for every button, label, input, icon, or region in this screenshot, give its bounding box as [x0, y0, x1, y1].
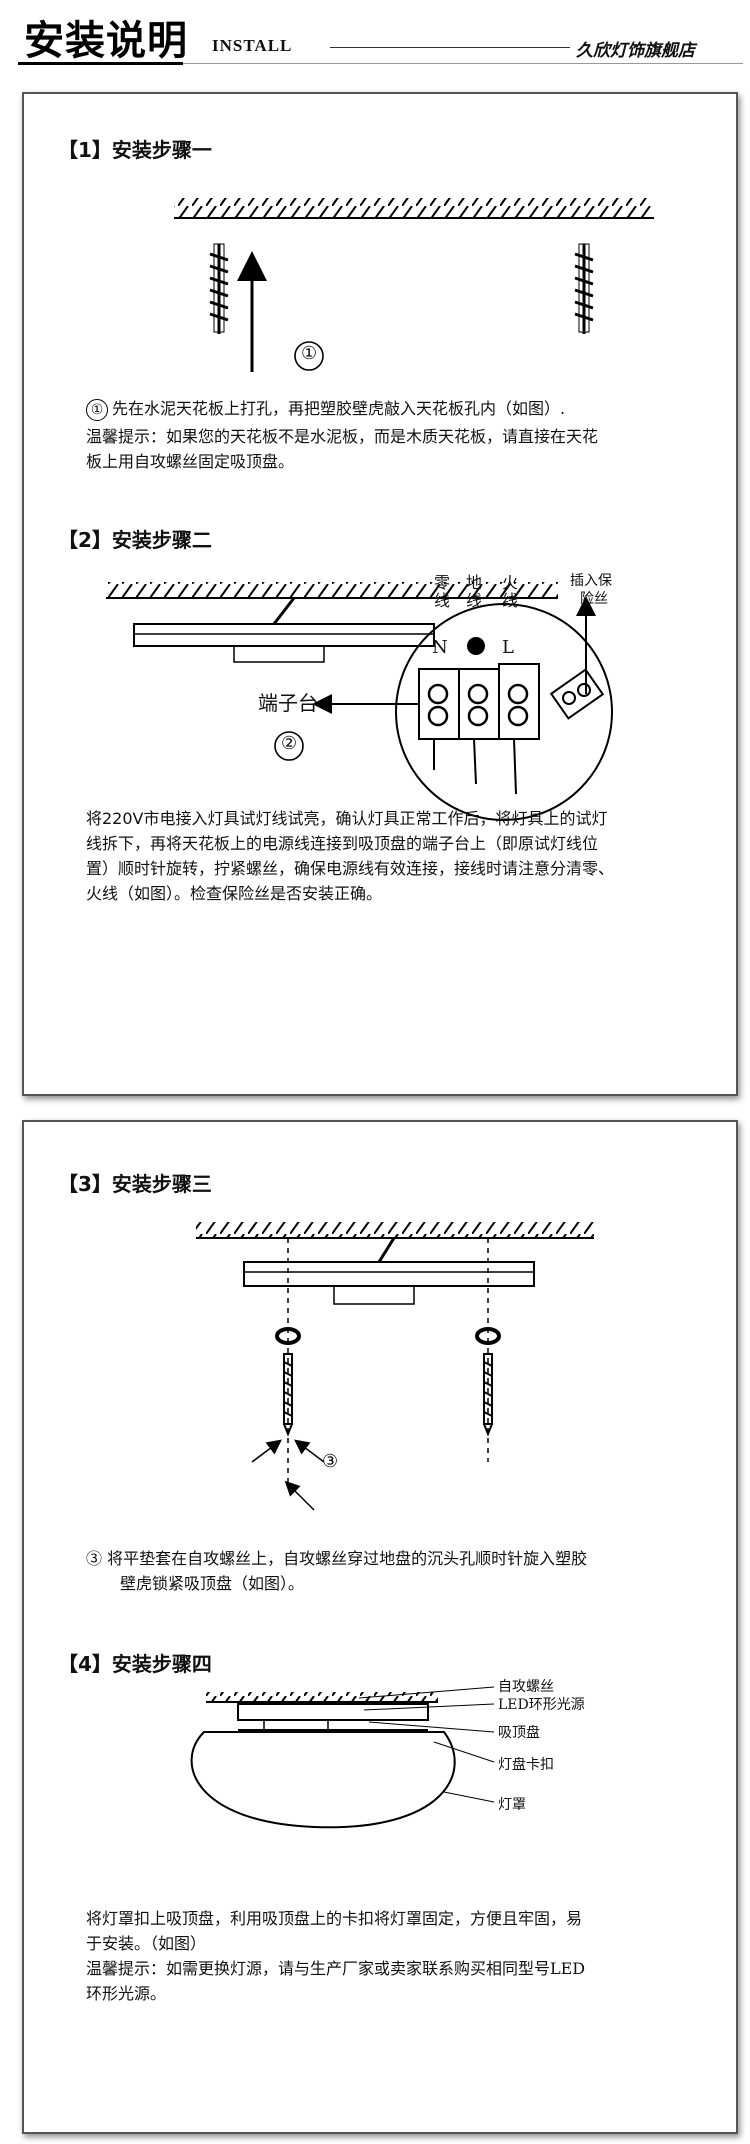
step4-text-line2: 于安装。（如图）	[86, 1934, 207, 1953]
label-fire-wire: 火线	[502, 573, 519, 610]
step2-text-line4: 火线（如图）。检查保险丝是否安装正确。	[86, 884, 383, 903]
header-rule	[330, 47, 570, 48]
label-l: L	[502, 637, 514, 658]
marker-circle-2	[274, 731, 304, 761]
screw-left	[283, 1353, 293, 1437]
label-ceiling-base: 吸顶盘	[498, 1725, 540, 1741]
label-ground-wire: 地线	[466, 573, 483, 610]
terminal-block	[418, 663, 540, 795]
label-led-ring: LED环形光源	[498, 1697, 585, 1713]
led-ring	[237, 1703, 429, 1721]
label-zero-wire: 零线	[434, 573, 451, 610]
fuse-holder	[549, 596, 605, 720]
step2-text-line1: 将220V市电接入灯具试灯线试亮，确认灯具正常工作后，将灯具上的试灯	[86, 809, 608, 828]
step2-text-line3: 置）顺时针旋转，拧紧螺丝，确保电源线有效连接，接线时请注意分清零、	[86, 859, 615, 878]
step3-diagram	[190, 1222, 594, 1829]
label-lamp-clip: 灯盘卡扣	[498, 1757, 554, 1773]
store-name: 久欣灯饰旗舰店	[576, 41, 695, 61]
step3-text-line2: 壁虎锁紧吸顶盘（如图）。	[120, 1574, 305, 1593]
label-lamp-cover: 灯罩	[498, 1797, 526, 1813]
step3-text-line1: ③ 将平垫套在自攻螺丝上，自攻螺丝穿过地盘的沉头孔顺时针旋入塑胶	[86, 1546, 726, 1571]
step1-heading: 【1】安装步骤一	[58, 138, 212, 162]
step1-marker: ①	[301, 343, 318, 364]
power-cord	[272, 597, 296, 625]
install-panel-1: 【1】安装步骤一	[22, 92, 738, 1096]
washer-right	[475, 1327, 501, 1345]
page-subtitle: INSTALL	[212, 36, 293, 55]
wall-anchor-right	[574, 243, 594, 334]
step3-marker-diagram: ③	[322, 1451, 339, 1472]
ceiling-hatch-2	[106, 582, 558, 598]
step4-tip-line2: 环形光源。	[86, 1984, 167, 2003]
washer-left	[275, 1327, 301, 1345]
step1-text-body: 先在水泥天花板上打孔，再把塑胶壁虎敲入天花板孔内（如图）.	[112, 399, 566, 418]
step1-tip-line2: 板上用自攻螺丝固定吸顶盘。	[86, 452, 295, 471]
marker-circle-1	[294, 341, 324, 371]
lamp-cover	[190, 1731, 456, 1829]
zoom-circle	[395, 603, 613, 821]
step1-text-marker: ①	[86, 398, 108, 421]
lamp-driver	[233, 645, 325, 663]
step2-text-line2: 线拆下，再将天花板上的电源线连接到吸顶盘的端子台上（即原试灯线位	[86, 834, 599, 853]
step4-tip-line1: 温馨提示：如需更换灯源，请与生产厂家或卖家联系购买相同型号LED	[86, 1959, 586, 1978]
label-fuse-1: 插入保	[570, 573, 612, 589]
step1-tip-line1: 温馨提示：如果您的天花板不是水泥板，而是木质天花板，请直接在天花	[86, 427, 599, 446]
page-header: 安装说明 INSTALL 久欣灯饰旗舰店	[0, 0, 750, 68]
header-baseline	[183, 63, 743, 64]
step3-text-body-1: 将平垫套在自攻螺丝上，自攻螺丝穿过地盘的沉头孔顺时针旋入塑胶	[107, 1549, 588, 1568]
install-panel-2: 【3】安装步骤三	[22, 1120, 738, 2134]
ground-dot	[467, 637, 485, 655]
step1-diagram	[106, 198, 654, 821]
header-underline	[18, 62, 183, 65]
ceiling-hatch	[174, 198, 654, 218]
label-fuse-2: 险丝	[580, 591, 608, 607]
step4-heading: 【4】安装步骤四	[58, 1652, 212, 1676]
label-n: N	[432, 637, 448, 658]
label-terminal: 端子台	[258, 691, 318, 715]
step3-text-marker: ③	[86, 1549, 103, 1568]
step2-heading: 【2】安装步骤二	[58, 528, 212, 552]
step4-text-line1: 将灯罩扣上吸顶盘，利用吸顶盘上的卡扣将灯罩固定，方便且牢固，易	[86, 1909, 583, 1928]
screw-right	[483, 1353, 493, 1437]
label-self-tapping-screw: 自攻螺丝	[498, 1679, 554, 1695]
wall-anchor-left	[209, 243, 229, 334]
step2-marker: ②	[281, 733, 298, 754]
step3-heading: 【3】安装步骤三	[58, 1172, 212, 1196]
lamp-base	[133, 623, 435, 647]
page-title: 安装说明	[24, 18, 188, 64]
